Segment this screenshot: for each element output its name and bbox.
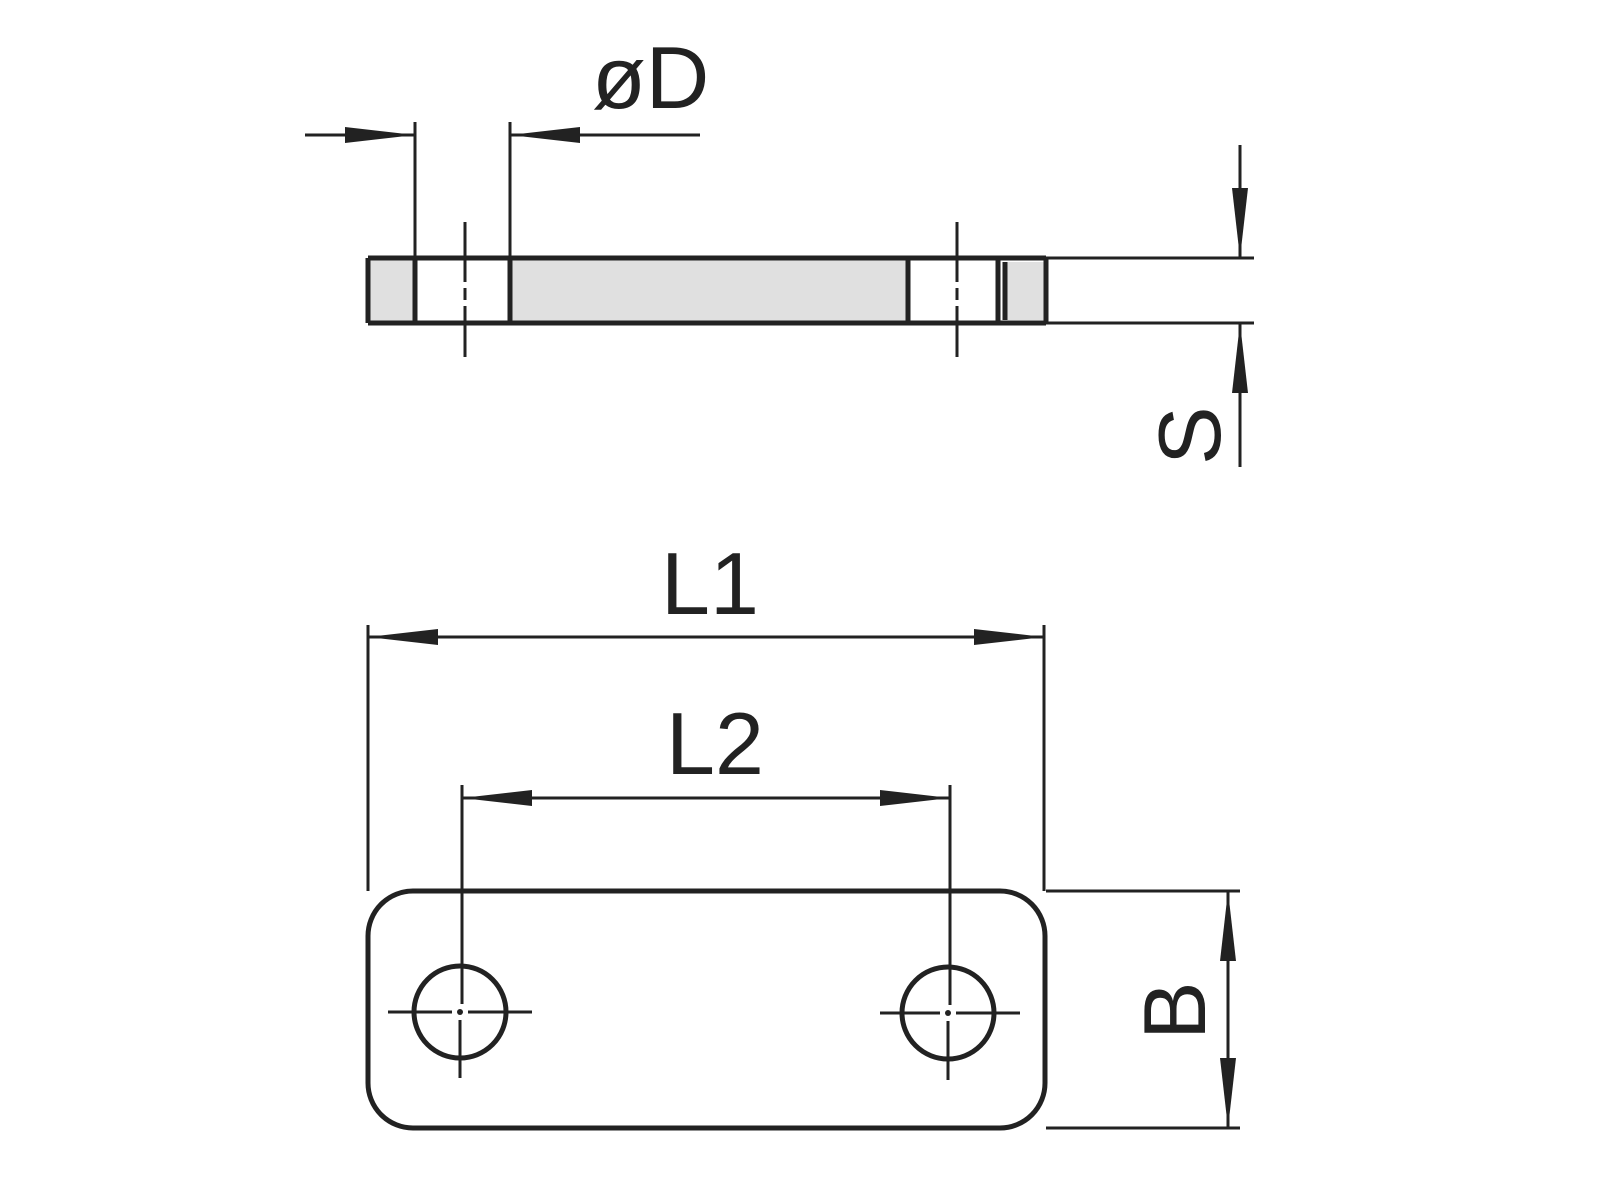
diameter-label: øD — [592, 28, 709, 127]
l1-label: L1 — [661, 534, 759, 633]
plan-view: L1 L2 B — [365, 534, 1240, 1131]
thickness-label: S — [1140, 406, 1239, 465]
hole-right-crosshair — [880, 1011, 1020, 1080]
side-plate-middle — [510, 260, 908, 322]
side-plate-left — [368, 260, 415, 322]
plan-plate — [365, 888, 1048, 1131]
side-view: øD S — [305, 28, 1254, 467]
b-label: B — [1125, 981, 1224, 1040]
hole-left-crosshair — [388, 1010, 532, 1078]
side-plate-right — [1005, 262, 1045, 320]
l2-label: L2 — [666, 694, 764, 793]
